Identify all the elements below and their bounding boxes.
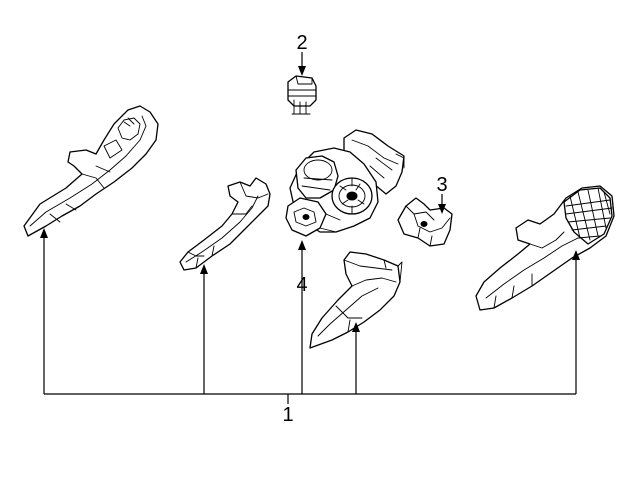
mounting-bracket-part <box>397 197 453 247</box>
arrow-duct-center-lower <box>352 322 360 332</box>
air-duct-center-lower <box>309 251 403 349</box>
arrow-duct-right <box>572 250 580 260</box>
blower-resistor-part <box>287 75 317 115</box>
air-duct-right <box>475 185 615 311</box>
leader-lines <box>43 52 577 404</box>
arrow-bracket <box>438 204 446 214</box>
arrow-blower-motor <box>298 240 306 250</box>
air-duct-left <box>23 105 159 237</box>
callout-part-4: 4 <box>296 274 307 296</box>
callout-part-3: 3 <box>436 174 447 196</box>
arrow-duct-center-left <box>200 264 208 274</box>
arrowheads <box>40 66 580 332</box>
callout-part-2: 2 <box>296 32 307 54</box>
callout-part-1: 1 <box>282 404 293 426</box>
blower-motor-assembly <box>285 129 405 237</box>
air-duct-center-left <box>179 177 271 271</box>
arrow-duct-left <box>40 228 48 238</box>
arrow-resistor <box>298 66 306 76</box>
